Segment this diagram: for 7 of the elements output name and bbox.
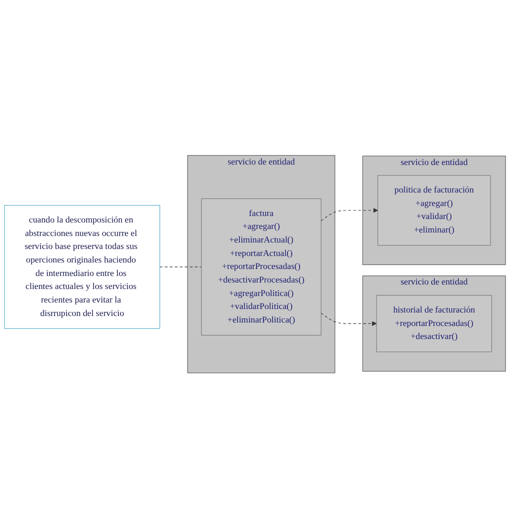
node-box: historial de facturación +reportarProcesadas() +desactivar(): [376, 295, 492, 352]
node-box: cuando la descomposición en abstracciones nuevas occurre el servicio base preserva todas sus operciones originales haciendo de intermediario entre los clientes actuales y los servicios recientes para evitar la disrrupicon del servicio: [4, 205, 160, 330]
node-box: politica de facturación +agregar() +validar() +eliminar(): [378, 175, 491, 246]
arrow: [320, 208, 378, 222]
arrow: [320, 312, 377, 326]
node-box: factura +agregar() +eliminarActual() +reportarActual() +reportarProcesadas() +desactivarProcesadas() +agregarPolitica() +validarPolitica() +eliminarPolitica(): [201, 198, 322, 336]
connector: [160, 267, 202, 268]
